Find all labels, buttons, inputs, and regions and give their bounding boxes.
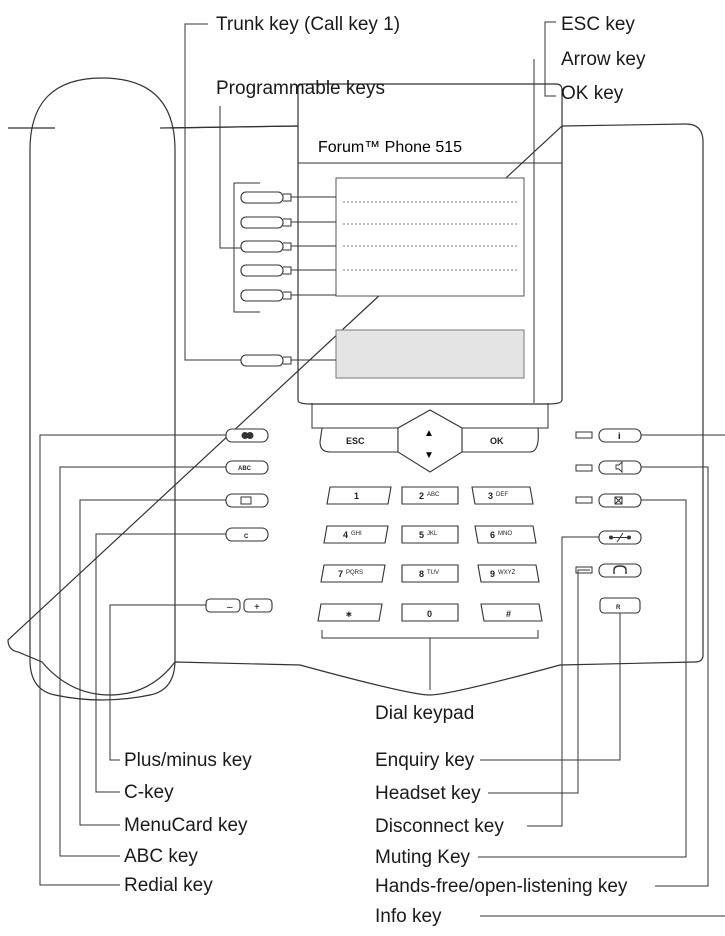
keypad-key[interactable]: 3 DEF [471,486,534,505]
info-key-label: Info key [375,906,442,927]
keypad-key[interactable]: 0 [401,603,459,622]
key-digit: ∗ [345,609,353,619]
keypad-key[interactable]: 2 ABC [401,486,459,505]
programmable-key[interactable] [240,216,336,229]
arrow-up-icon: ▲ [424,428,434,439]
display-screen [335,177,525,297]
disconnect-key-label: Disconnect key [375,816,504,837]
keypad-key[interactable]: 5 JKL [401,525,459,544]
key-digit: 6 [490,530,495,540]
esc-label: ESC [346,436,365,446]
trunk-key[interactable] [240,354,336,367]
key-letters: DEF [496,492,508,498]
plus-minus-key-label: Plus/minus key [124,750,252,771]
keypad-key[interactable]: 8 TUV [401,564,459,583]
abc-label: ABC [238,466,252,472]
key-digit: 5 [419,530,424,540]
programmable-key[interactable] [240,240,336,253]
headset-icon [613,565,627,574]
enquiry-button[interactable]: R [599,597,641,614]
callout-lines [39,21,725,917]
disconnect-button[interactable] [598,530,642,545]
redial-button[interactable] [225,428,269,443]
programmable-keys [233,182,336,313]
redial-icon [241,432,249,439]
arrow-key-label: Arrow key [561,49,646,70]
mute-button[interactable] [575,493,642,508]
ok-key-label: OK key [561,83,624,104]
keypad-key[interactable]: 1 [326,486,392,505]
redial-key-label: Redial key [124,875,213,896]
left-function-keys: ABC C – + [205,428,273,613]
key-letters: JKL [427,531,438,537]
keypad-key[interactable]: 6 MNO [474,525,537,544]
mute-icon [614,496,623,505]
minus-button[interactable]: – [205,598,241,613]
esc-button[interactable]: ESC [319,427,399,453]
ok-label: OK [490,436,504,446]
headset-key-label: Headset key [375,783,481,804]
key-digit: 2 [419,491,424,501]
callout-labels: Trunk key (Call key 1) Programmable keys… [124,14,646,927]
recall-label: R [616,605,621,611]
nav-cluster: ESC OK ▲ ▼ [311,403,549,473]
key-digit: 1 [354,491,359,501]
ok-button[interactable]: OK [461,427,539,453]
plus-button[interactable]: + [243,598,273,613]
display-housing: Forum™ Phone 515 [297,83,563,405]
c-key-label: C-key [124,782,174,803]
key-digit: 7 [338,569,343,579]
abc-key-label: ABC key [124,846,198,867]
key-letters: WXYZ [498,570,516,576]
info-button[interactable]: i [575,428,642,443]
handset [29,77,176,701]
abc-button[interactable]: ABC [225,460,269,475]
key-digit: 3 [488,491,493,501]
arrow-key[interactable]: ▲ ▼ [397,409,463,473]
menucard-key-label: MenuCard key [124,815,248,836]
key-digit: 9 [490,569,495,579]
dial-keypad-label: Dial keypad [375,703,474,724]
keypad-key[interactable]: 4 GHI [323,525,389,544]
speaker-icon [615,460,623,474]
model-label: Forum™ Phone 515 [318,139,462,156]
esc-key-label: ESC key [561,14,635,35]
secondary-display [335,329,525,379]
menucard-button[interactable] [225,493,269,508]
programmable-key[interactable] [240,289,336,302]
key-letters: GHI [351,531,362,537]
key-letters: ABC [427,492,440,498]
info-icon: i [618,431,621,441]
arrow-down-icon: ▼ [424,450,434,461]
handsfree-button[interactable] [575,460,642,475]
keypad-key[interactable]: 9 WXYZ [477,564,540,583]
keypad-key[interactable]: # [480,603,543,622]
programmable-key[interactable] [240,264,336,277]
key-letters: PQRS [346,570,363,576]
menucard-icon [240,496,252,505]
c-button[interactable]: C [225,527,269,542]
keypad-key[interactable]: 7 PQRS [320,564,386,583]
keypad-key[interactable]: ∗ [317,603,383,622]
key-digit: # [506,609,511,619]
muting-key-label: Muting Key [375,847,471,868]
programmable-keys-label: Programmable keys [216,78,385,99]
handsfree-key-label: Hands-free/open-listening key [375,876,628,897]
key-letters: TUV [427,570,439,576]
key-digit: 4 [343,530,348,540]
enquiry-key-label: Enquiry key [375,750,475,771]
c-label: C [244,534,249,540]
minus-label: – [227,602,233,613]
programmable-key[interactable] [240,191,336,204]
key-digit: 0 [427,609,432,619]
dial-keypad: 1 2 ABC 3 DEF 4 GHI 5 JKL 6 MNO [317,486,543,639]
right-function-keys: i R [575,428,642,614]
trunk-key-label: Trunk key (Call key 1) [216,14,400,35]
key-digit: 8 [419,569,424,579]
key-letters: MNO [498,531,512,537]
plus-label: + [254,602,260,613]
